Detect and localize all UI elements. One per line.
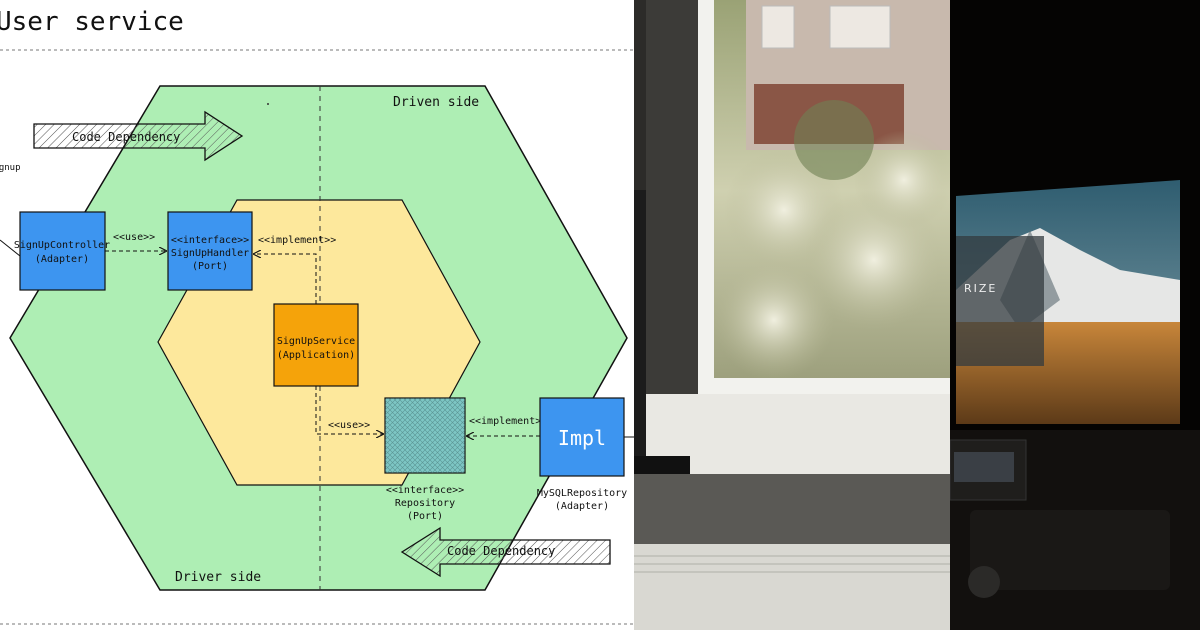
signup-handler-stereotype: <<interface>> [171,235,249,246]
code-dependency-top-label: Code Dependency [72,130,180,144]
desk-photo: RIZE [950,0,1200,630]
diagram-title: User service [0,7,184,37]
signup-service-role: (Application) [277,350,355,361]
signup-service-box [273,303,359,387]
mousepad [970,510,1170,590]
code-dependency-bottom-label: Code Dependency [447,544,555,558]
signup-controller-label: SignUpController [14,240,110,251]
repository-port-role: (Port) [407,511,443,522]
architecture-diagram: User service Driven side Driver side Cod… [0,7,634,625]
window-frame-vertical [698,0,714,390]
window-photo [634,0,950,630]
house-window [761,5,795,49]
code-dependency-arrow-bottom [400,526,611,578]
impl-repository-role: (Adapter) [555,501,609,512]
code-dependency-arrow-top [33,110,244,162]
use-edge-bottom-label: <<use>> [328,420,370,431]
driver-side-label: Driver side [175,570,261,585]
driven-side-label: Driven side [393,95,479,110]
screen-overlay-card [956,236,1044,366]
signup-handler-role: (Port) [192,261,228,272]
signup-handler-name: SignUpHandler [171,248,249,259]
laptop-edge [634,190,646,470]
speaker-screen [954,452,1014,482]
impl-repository-name: MySQLRepository [537,488,627,499]
signup-label: signup [0,163,21,173]
repository-port-stereotype: <<interface>> [386,485,464,496]
radiator [634,544,950,630]
implement-edge-top-label: <<implement>> [258,235,336,246]
small-dot [267,103,269,105]
repository-port-name: Repository [395,498,455,509]
implement-edge-bottom-label: <<implement>> [469,416,547,427]
house-window-2 [829,5,891,49]
signup-controller-role: (Adapter) [35,254,89,265]
impl-box [539,397,625,477]
window-frame-bottom [698,378,950,394]
signup-handler-box [167,211,253,291]
window-ledge [634,474,950,544]
repository-port-hatch [385,398,465,473]
signup-controller-box [19,211,106,291]
signup-service-name: SignUpService [277,336,355,347]
laptop-base [634,456,690,474]
use-edge-bottom [315,386,383,434]
impl-label: Impl [558,426,606,450]
implement-edge-top [254,254,317,304]
monitor-text: RIZE [964,282,997,295]
incoming-line [0,239,21,257]
radiator-fins [634,555,950,573]
controller-knob [968,566,1000,598]
use-edge-top-label: <<use>> [113,232,155,243]
